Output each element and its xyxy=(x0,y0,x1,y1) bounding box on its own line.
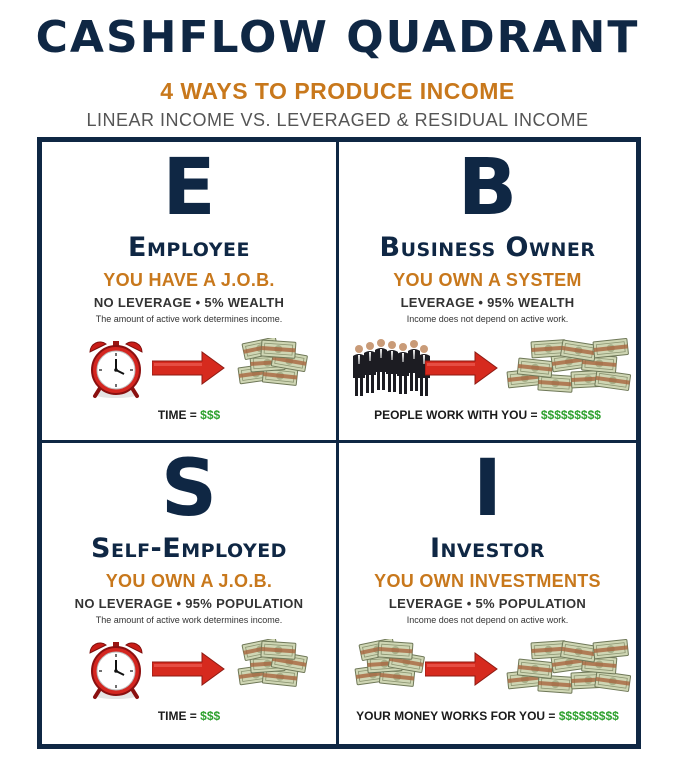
quadrant-letter: E xyxy=(162,143,216,233)
quadrant-role: Employee xyxy=(128,232,250,263)
business-team-icon xyxy=(353,339,430,396)
quadrant-role: Investor xyxy=(429,533,546,564)
quadrant-equation: YOUR MONEY WORKS FOR YOU = $$$$$$$$$ xyxy=(339,709,636,723)
equation-money: $$$ xyxy=(200,408,221,422)
money-stack-icon xyxy=(505,637,633,699)
quadrant-equation: TIME = $$$ xyxy=(42,709,336,723)
page-title: CASHFLOW QUADRANT xyxy=(35,12,640,63)
money-stack-icon xyxy=(234,639,314,699)
alarm-clock-icon xyxy=(88,339,144,400)
quadrant-note: Income does not depend on active work. xyxy=(406,314,569,324)
quadrant-leverage: NO LEVERAGE • 5% WEALTH xyxy=(93,295,285,310)
red-arrow-icon xyxy=(152,652,225,686)
page-tagline: LINEAR INCOME VS. LEVERAGED & RESIDUAL I… xyxy=(86,110,589,130)
quadrant-ownership: YOU OWN INVESTMENTS xyxy=(374,571,601,591)
quadrant-letter: S xyxy=(160,444,218,534)
money-stack-icon xyxy=(234,338,314,398)
quadrant-ownership: YOU OWN A SYSTEM xyxy=(393,270,582,290)
quadrant-leverage: LEVERAGE • 95% WEALTH xyxy=(400,295,575,310)
money-stack-icon xyxy=(351,639,431,699)
quadrant-note: The amount of active work determines inc… xyxy=(95,615,283,625)
quadrant-note: The amount of active work determines inc… xyxy=(95,314,283,324)
quadrant-note: Income does not depend on active work. xyxy=(406,615,569,625)
quadrant-ownership: YOU OWN A J.O.B. xyxy=(105,571,273,591)
quadrant-letter: I xyxy=(472,444,503,534)
quadrant-employee: E Employee YOU HAVE A J.O.B. NO LEVERAGE… xyxy=(42,142,339,443)
red-arrow-icon xyxy=(425,351,498,385)
quadrant-equation: PEOPLE WORK WITH YOU = $$$$$$$$$ xyxy=(339,408,636,422)
quadrant-role: Self-Employed xyxy=(91,533,287,564)
quadrant-investor: I Investor YOU OWN INVESTMENTS LEVERAGE … xyxy=(339,443,636,744)
quadrant-leverage: LEVERAGE • 5% POPULATION xyxy=(388,596,587,611)
red-arrow-icon xyxy=(152,351,225,385)
money-stack-icon xyxy=(505,336,633,398)
quadrant-grid: E Employee YOU HAVE A J.O.B. NO LEVERAGE… xyxy=(37,137,641,749)
alarm-clock-icon xyxy=(88,640,144,701)
quadrant-leverage: NO LEVERAGE • 95% POPULATION xyxy=(74,596,304,611)
equation-money: $$$$$$$$$ xyxy=(558,709,619,723)
quadrant-self-employed: S Self-Employed YOU OWN A J.O.B. NO LEVE… xyxy=(42,443,339,744)
equation-label: TIME = xyxy=(157,408,201,422)
equation-label: PEOPLE WORK WITH YOU = xyxy=(374,408,541,422)
quadrant-equation: TIME = $$$ xyxy=(42,408,336,422)
equation-money: $$$$$$$$$ xyxy=(540,408,601,422)
quadrant-ownership: YOU HAVE A J.O.B. xyxy=(103,270,275,290)
quadrant-business-owner: B Business Owner YOU OWN A SYSTEM LEVERA… xyxy=(339,142,636,443)
page-subtitle: 4 WAYS TO PRODUCE INCOME xyxy=(160,78,515,104)
quadrant-letter: B xyxy=(457,143,518,233)
equation-money: $$$ xyxy=(200,709,221,723)
equation-label: TIME = xyxy=(157,709,201,723)
red-arrow-icon xyxy=(425,652,498,686)
equation-label: YOUR MONEY WORKS FOR YOU = xyxy=(356,709,559,723)
quadrant-role: Business Owner xyxy=(379,232,596,263)
